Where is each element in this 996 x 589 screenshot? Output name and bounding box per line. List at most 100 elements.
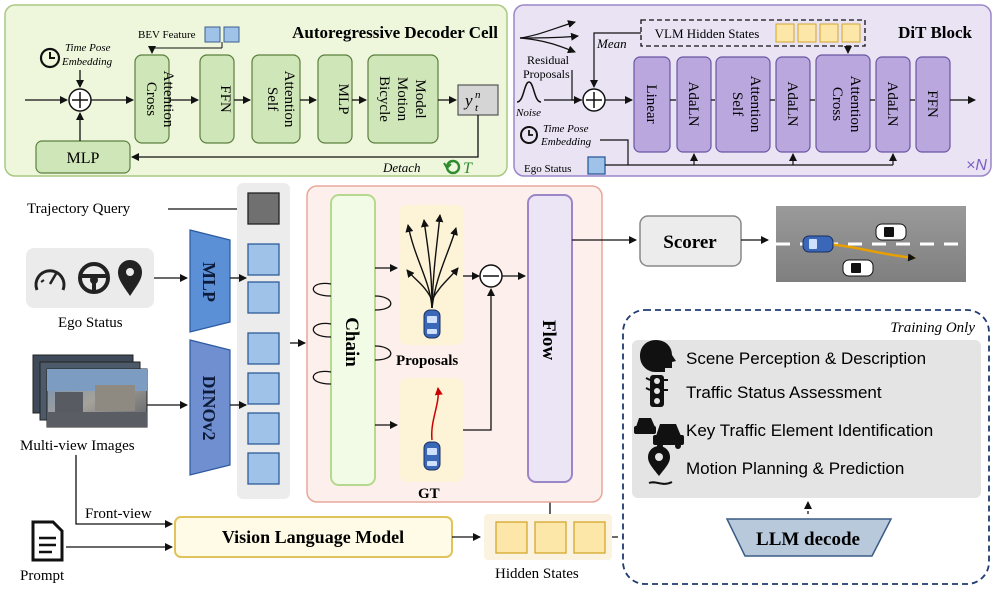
proposals-panel [400,205,463,345]
scorer-block: Scorer [639,215,742,267]
vlm-token [775,23,795,43]
svg-text:Attention: Attention [847,76,863,133]
head-icon [640,340,676,372]
decoder-cell-panel: Autoregressive Decoder Cell BEV Feature … [4,4,508,177]
image-token [247,332,280,365]
trajectory-query-label: Trajectory Query [27,201,131,217]
proposals-label: Proposals [396,353,458,369]
block-ffn: FFN [199,54,235,144]
car-icon [842,259,874,277]
car-icon [875,223,907,241]
svg-text:Motion: Motion [394,77,410,122]
speedometer-icon [34,269,66,291]
car-icon [423,309,441,339]
training-item-1: Scene Perception & Description [686,349,926,368]
hidden-states [484,514,612,560]
front-view-label: Front-view [85,506,152,522]
block-bicycle-motion-model: Bicycle Motion Model [367,54,439,144]
svg-text:Attention: Attention [160,71,176,128]
time-pose-label-2: Embedding [61,56,113,68]
svg-text:LLM decode: LLM decode [756,529,860,550]
token-column [237,183,290,499]
svg-text:MLP: MLP [335,84,351,115]
dit-sum-node [582,88,606,112]
detach-label: Detach [382,160,421,175]
residual-label-2: Proposals [523,67,570,81]
noise-icon [516,81,542,103]
svg-text:MLP: MLP [199,262,219,302]
svg-text:Self: Self [729,92,745,116]
trajectory-query-token [247,192,280,225]
residual-label-1: Residual [527,53,570,67]
dit-time-pose-1: Time Pose [543,123,589,135]
dit-block-panel: DiT Block Residual Proposals Noise Mean … [513,4,992,177]
residual-proposals-icon [519,20,579,54]
vlm-token [841,23,861,43]
block-mlp-bottom: MLP [35,140,131,174]
ego-status-label: Ego Status [58,315,123,331]
gt-panel [400,378,463,482]
vlm-hidden-dashed-box [640,19,866,47]
vlm-token [819,23,839,43]
multiview-images [32,354,148,428]
block-self-attention: Self Attention [251,54,301,144]
multiview-label: Multi-view Images [20,438,135,454]
svg-text:FFN: FFN [217,85,233,113]
car-icon [802,235,834,253]
steering-wheel-icon [78,262,110,294]
svg-text:Chain: Chain [341,317,362,367]
training-item-3: Key Traffic Element Identification [686,421,933,440]
block-mlp: MLP [317,54,353,144]
svg-text:Attention: Attention [747,76,763,133]
document-icon [31,520,64,562]
mean-label: Mean [596,36,627,51]
vlm-token [797,23,817,43]
dit-block-cross-attention: Cross Attention [815,54,871,153]
hidden-states-label: Hidden States [495,566,579,582]
dit-block-ffn: FFN [915,56,951,153]
svg-text:Model: Model [412,79,428,118]
sum-node [68,88,92,112]
decoder-cell-title: Autoregressive Decoder Cell [292,23,498,42]
repeat-n-label: ×N [966,157,987,174]
prompt-label: Prompt [20,568,65,584]
svg-text:MLP: MLP [67,150,100,167]
bev-token [204,26,221,43]
svg-text:Self: Self [264,87,280,111]
svg-text:AdaLN: AdaLN [685,82,701,127]
image-token [247,372,280,405]
vlm-hidden-label: VLM Hidden States [655,26,760,41]
training-item-4: Motion Planning & Prediction [686,459,904,478]
svg-text:Vision Language Model: Vision Language Model [222,527,404,547]
block-cross-attention: Cross Attention [134,54,176,144]
loop-icon [443,159,461,175]
gt-label: GT [418,486,440,502]
dit-block-self-attention: Self Attention [715,56,771,153]
chain-block: Chain [330,194,376,486]
output-token: y n t [457,84,499,116]
svg-text:y: y [463,91,473,110]
minus-node [479,264,503,288]
image-token [247,412,280,445]
bev-token [223,26,240,43]
svg-text:AdaLN: AdaLN [784,82,800,127]
car-icon [423,441,441,471]
ego-token [587,156,606,175]
bev-feature-label: BEV Feature [138,29,196,41]
dinov2-encoder: DINOv2 [189,339,231,476]
dit-block-linear: Linear [633,56,671,153]
ego-status-icons [26,248,154,308]
svg-text:Attention: Attention [281,71,297,128]
traffic-light-icon [645,375,668,407]
clock-icon [520,126,538,144]
flow-block: Flow [527,194,573,483]
noise-label: Noise [515,107,541,119]
ego-token [247,243,280,276]
svg-text:Cross: Cross [143,82,159,116]
road-scene [776,206,966,282]
svg-text:AdaLN: AdaLN [884,82,900,127]
svg-text:n: n [475,89,481,101]
svg-text:Cross: Cross [829,87,845,121]
location-pin-icon [118,260,142,296]
dit-ego-status-label: Ego Status [524,163,571,175]
